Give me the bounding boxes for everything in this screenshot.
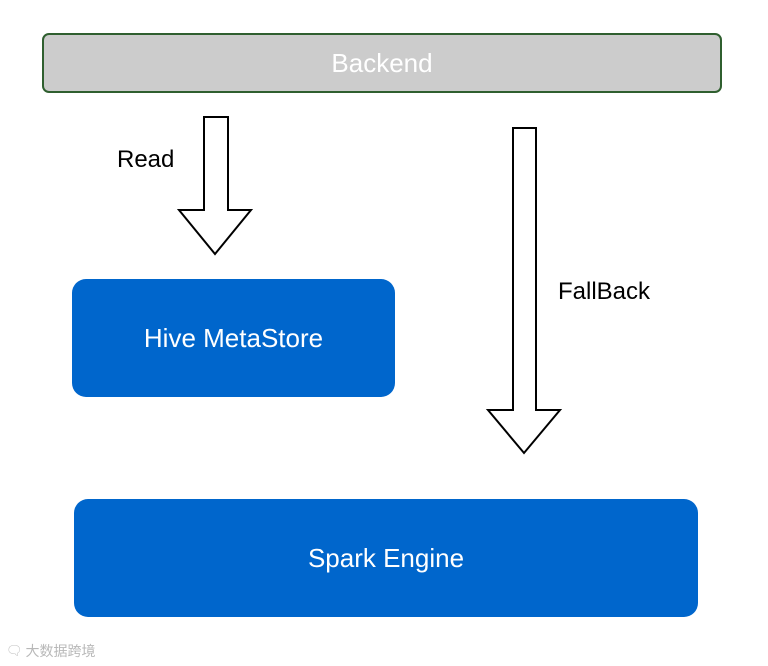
watermark: 🗨 大数据跨境 <box>6 641 96 661</box>
hive-metastore-node: Hive MetaStore <box>72 279 395 397</box>
read-edge-label: Read <box>117 146 175 173</box>
spark-engine-label: Spark Engine <box>307 542 465 573</box>
fallback-edge-label: FallBack <box>558 278 651 305</box>
backend-label: Backend <box>331 47 433 78</box>
spark-engine-node: Spark Engine <box>74 499 698 617</box>
watermark-text: 大数据跨境 <box>25 643 96 659</box>
hive-metastore-label: Hive MetaStore <box>143 322 324 353</box>
chat-bubble-icon: 🗨 <box>6 643 23 658</box>
backend-node: Backend <box>42 33 722 93</box>
